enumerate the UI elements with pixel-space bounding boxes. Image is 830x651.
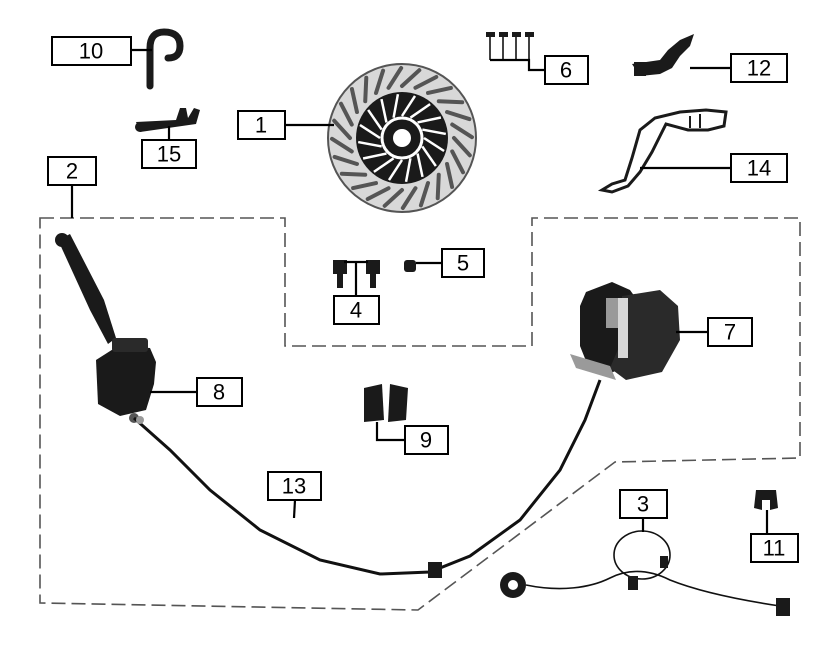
callout-10: 10	[51, 36, 132, 66]
part-14-brake-pipe	[597, 108, 728, 194]
svg-text:1: 1	[255, 113, 267, 138]
part-10-hook	[146, 28, 184, 90]
part-6-screws	[486, 32, 534, 60]
part-7-caliper	[570, 282, 680, 380]
callout-6: 6	[544, 55, 589, 85]
assembly-dashed-boundary	[39, 217, 801, 611]
part-3-speed-sensor	[500, 530, 790, 616]
leader-lines	[70, 48, 769, 534]
callout-4: 4	[333, 295, 380, 325]
part-4-bolts	[333, 260, 380, 288]
svg-text:11: 11	[763, 536, 786, 561]
part-1-brake-disc	[327, 63, 477, 213]
callout-12: 12	[730, 53, 788, 83]
svg-text:9: 9	[420, 428, 432, 453]
callout-9: 9	[404, 425, 449, 455]
callout-5: 5	[441, 248, 485, 278]
part-13-brake-hose	[133, 379, 602, 578]
part-8-master-cylinder	[96, 338, 156, 423]
svg-text:6: 6	[560, 58, 572, 83]
callout-1: 1	[237, 110, 286, 140]
callout-8: 8	[196, 377, 243, 407]
svg-text:4: 4	[350, 298, 362, 323]
svg-text:3: 3	[637, 492, 649, 517]
svg-text:14: 14	[747, 156, 771, 181]
svg-text:8: 8	[213, 380, 225, 405]
callout-3: 3	[619, 489, 668, 519]
callout-7: 7	[707, 317, 753, 347]
svg-text:12: 12	[747, 56, 771, 81]
callout-15: 15	[141, 139, 197, 169]
part-9-brake-pads	[364, 384, 408, 422]
part-12-clip	[632, 34, 694, 76]
part-2-brake-lever	[55, 233, 116, 344]
svg-text:5: 5	[457, 251, 469, 276]
callout-11: 11	[750, 533, 799, 563]
callout-14: 14	[730, 153, 788, 183]
part-15-bracket	[135, 108, 200, 132]
svg-text:10: 10	[79, 39, 103, 64]
svg-text:13: 13	[282, 474, 306, 499]
svg-text:7: 7	[724, 320, 736, 345]
svg-text:15: 15	[157, 142, 181, 167]
callout-13: 13	[267, 471, 322, 501]
svg-text:2: 2	[66, 159, 78, 184]
part-5-nut	[404, 260, 416, 272]
part-11-bracket	[754, 490, 778, 510]
callout-2: 2	[47, 156, 97, 186]
